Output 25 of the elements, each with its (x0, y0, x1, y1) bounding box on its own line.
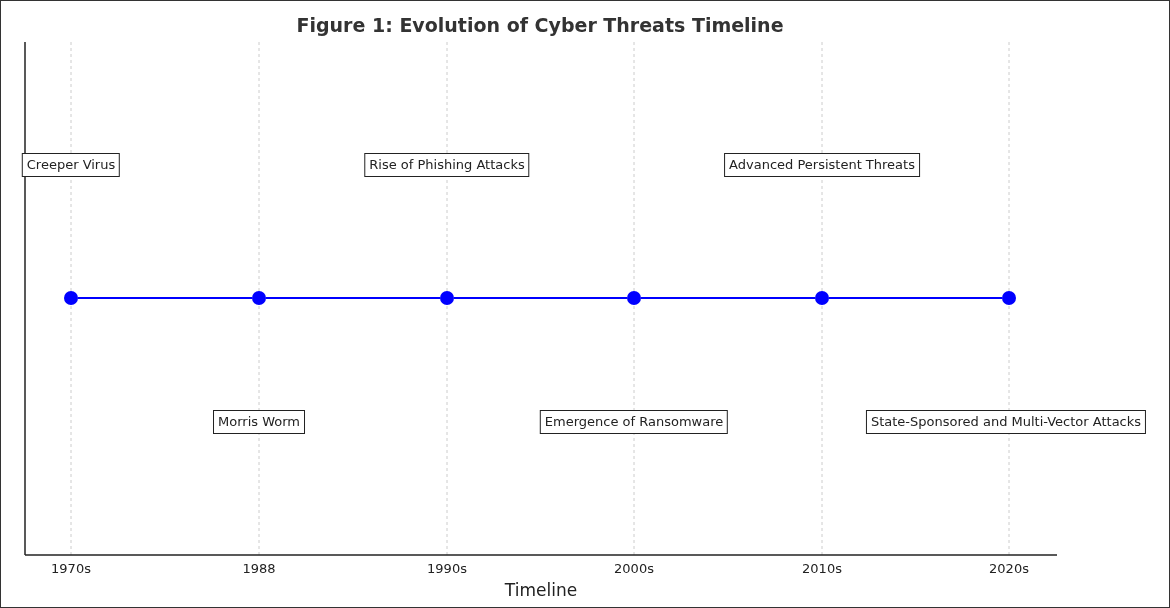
tick-label: 2010s (802, 561, 842, 576)
timeline-line (77, 297, 253, 299)
tick-label: 1970s (51, 561, 91, 576)
timeline-dot (64, 291, 78, 305)
annotation-box: Advanced Persistent Threats (724, 153, 920, 177)
tick-label: 2020s (989, 561, 1029, 576)
annotation-box: Morris Worm (213, 410, 305, 434)
annotation-box: Rise of Phishing Attacks (364, 153, 530, 177)
timeline-dot (1002, 291, 1016, 305)
timeline-dot (627, 291, 641, 305)
timeline-line (453, 297, 628, 299)
timeline-line (265, 297, 441, 299)
timeline-dot (815, 291, 829, 305)
chart-title: Figure 1: Evolution of Cyber Threats Timeline (296, 14, 784, 36)
tick-label: 2000s (614, 561, 654, 576)
axis-title: Timeline (504, 580, 578, 600)
timeline-line (640, 297, 816, 299)
tick-label: 1988 (242, 561, 276, 576)
tick-label: 1990s (427, 561, 467, 576)
annotation-box: State-Sponsored and Multi-Vector Attacks (865, 410, 1147, 434)
timeline-dot (440, 291, 454, 305)
annotation-box: Emergence of Ransomware (539, 410, 729, 434)
annotation-box: Creeper Virus (21, 153, 121, 177)
timeline-line (828, 297, 1003, 299)
timeline-dot (252, 291, 266, 305)
